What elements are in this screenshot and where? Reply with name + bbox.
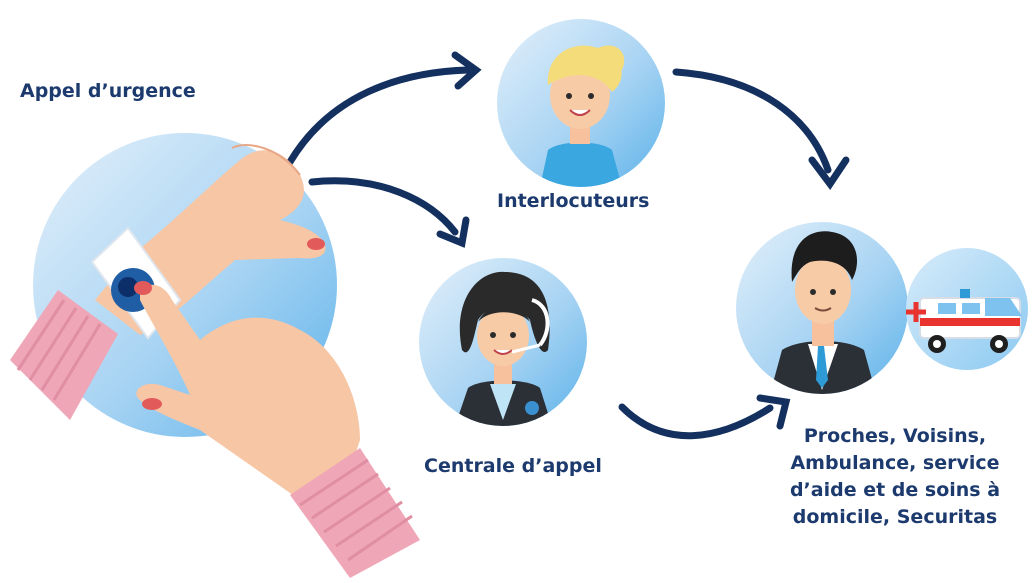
arrow-call-center-head: [436, 216, 470, 248]
arrows: [286, 51, 850, 440]
label-responders: Proches, Voisins, Ambulance, service d’a…: [776, 423, 1014, 531]
ambulance-icon: [906, 248, 1028, 370]
woman-blonde-avatar-icon: [497, 19, 665, 187]
arrow-call-center-responders-head: [756, 394, 791, 430]
label-contacts: Interlocuteurs: [497, 190, 650, 212]
call-center-operator-icon: [419, 258, 587, 426]
arrow-contacts-head: [451, 51, 482, 90]
emergency-wristband-icon: [10, 133, 420, 578]
arrow-to-call-center: [308, 177, 459, 236]
label-emergency-call: Appel d’urgence: [20, 80, 196, 102]
arrow-call-center-to-responders: [618, 403, 774, 440]
label-responders-line: Ambulance, service: [790, 452, 1000, 474]
label-responders-line: d’aide et de soins à: [789, 479, 1001, 501]
arrow-contacts-responders-head: [808, 156, 850, 191]
arrow-contacts-to-responders: [672, 68, 832, 174]
label-responders-line: Proches, Voisins,: [803, 425, 987, 447]
label-call-center: Centrale d’appel: [424, 455, 602, 477]
label-responders-line: domicile, Securitas: [792, 506, 998, 528]
man-suit-avatar-icon: [736, 222, 908, 394]
arrow-to-contacts: [286, 66, 472, 166]
